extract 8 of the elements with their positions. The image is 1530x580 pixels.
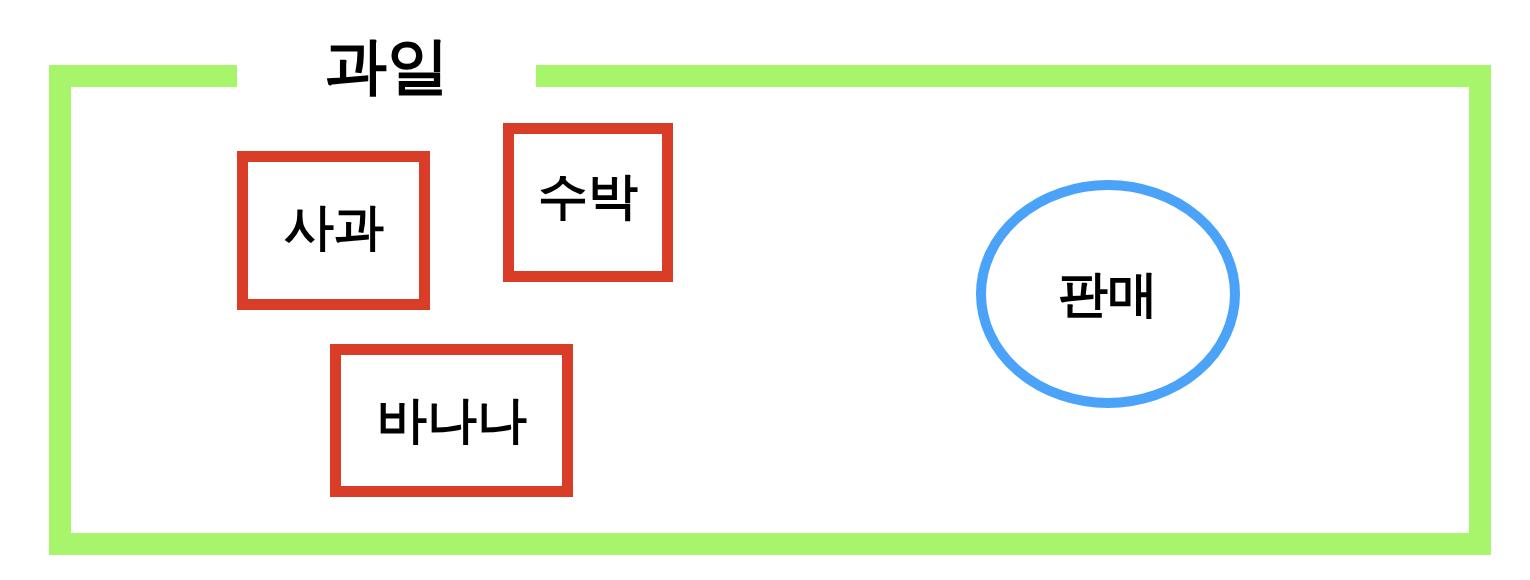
node-label: 수박: [538, 169, 638, 224]
node-label: 바나나: [376, 393, 527, 448]
node-label: 판매: [1058, 266, 1158, 322]
ellipse-node: [976, 180, 1240, 408]
process-box: [330, 344, 573, 497]
process-box: [503, 123, 673, 282]
process-box: [237, 151, 430, 310]
node-label: 사과: [283, 200, 384, 255]
